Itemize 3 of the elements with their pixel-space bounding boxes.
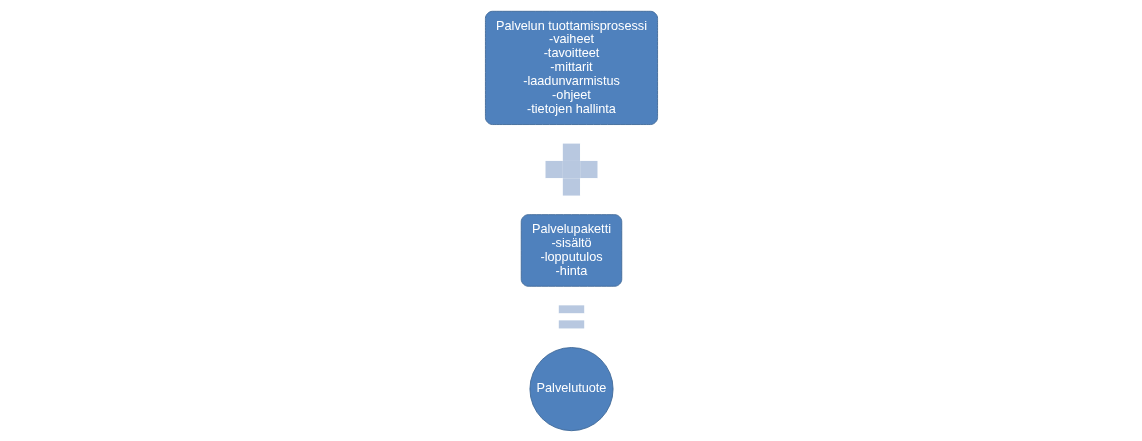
node-circle: Palvelutuote bbox=[528, 346, 614, 431]
node-box: Palvelupaketti -sisältö -lopputulos -hinta bbox=[520, 213, 622, 287]
node-box: Palvelun tuottamisprosessi -vaiheet -tavoitteet -mittarit -laadunvarmistus -ohjeet -tietojen hallinta bbox=[484, 10, 658, 125]
